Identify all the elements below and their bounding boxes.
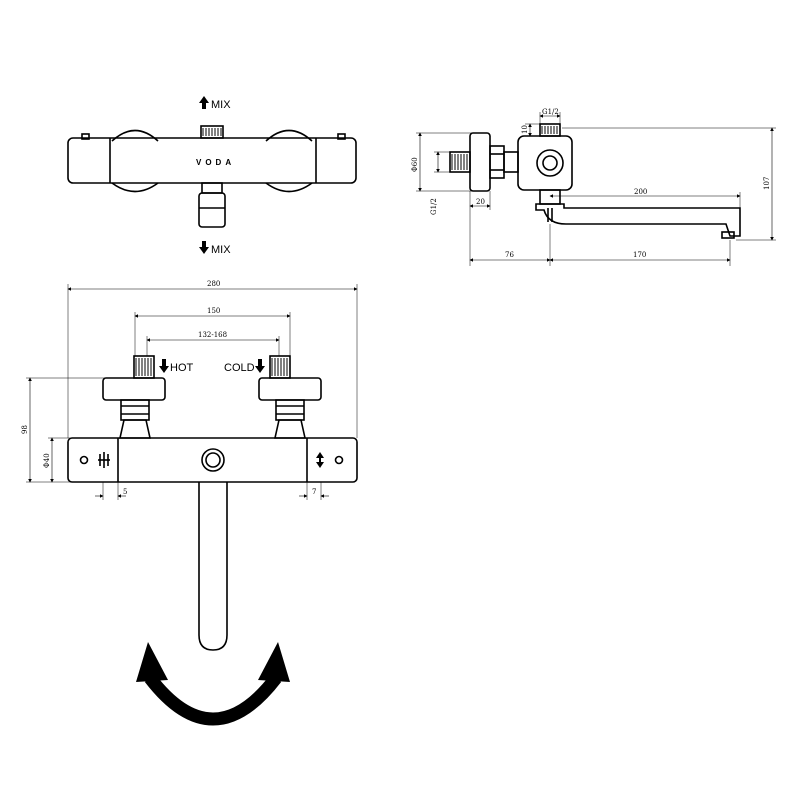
dim-diameter: Φ40: [43, 453, 51, 468]
left-knob-top: [111, 129, 159, 142]
dim-phi60: Φ60: [411, 157, 419, 172]
cold-eccentric: [274, 419, 306, 439]
dim-one-seventy: 170: [633, 251, 646, 259]
dim-one-zero-seven: 107: [763, 177, 771, 190]
swivel-rotation-arrow-icon: [136, 642, 290, 726]
cold-arrow-icon: [255, 359, 265, 373]
dim-width: 280: [207, 280, 220, 288]
side-body: [517, 135, 573, 191]
dim-height: 98: [21, 425, 29, 434]
mix-outlet-label: MIX: [211, 244, 231, 256]
cold-flange: [258, 377, 322, 401]
dim-seventy-six: 76: [505, 251, 514, 259]
front-body: [67, 437, 358, 483]
flow-arrows-icon: [316, 452, 324, 468]
brand-logo-text: VODA: [196, 158, 235, 167]
side-spout: [535, 203, 741, 237]
hot-label: HOT: [170, 362, 194, 374]
top-view: MIX VODA MIX: [67, 96, 357, 256]
front-spout: [198, 482, 228, 651]
diverter-button[interactable]: [201, 448, 225, 472]
dim-left-gap: 5: [123, 488, 127, 496]
dim-two-hundred: 200: [634, 188, 647, 196]
dim-g12-side: G1/2: [430, 198, 438, 215]
right-knob-bottom: [265, 182, 313, 193]
temperature-scale-icon: [98, 452, 110, 468]
side-view: G1/2 10 Φ60 G1/2 20 200 107 76 170: [411, 108, 776, 266]
bottom-outlet: [198, 192, 226, 228]
wall-flange: [469, 132, 491, 192]
dim-twenty: 20: [476, 198, 485, 206]
dim-right-gap: 7: [312, 488, 316, 496]
cold-label: COLD: [224, 362, 255, 374]
dim-centers: 150: [207, 307, 220, 315]
mix-inlet-label: MIX: [211, 99, 231, 111]
dim-centers-range: 132-168: [198, 331, 227, 339]
dim-ten: 10: [521, 125, 529, 134]
mix-inlet-arrow-icon: [199, 96, 209, 109]
side-knob: [536, 149, 564, 177]
left-knob-bottom: [111, 182, 159, 193]
right-knob-top: [265, 129, 313, 142]
mix-outlet-arrow-icon: [199, 241, 209, 254]
hot-arrow-icon: [159, 359, 169, 373]
front-view: 280 150 132-168 HOT COLD: [21, 280, 358, 726]
dim-g12-top: G1/2: [542, 108, 559, 116]
hot-eccentric: [119, 419, 151, 439]
hot-flange: [102, 377, 166, 401]
